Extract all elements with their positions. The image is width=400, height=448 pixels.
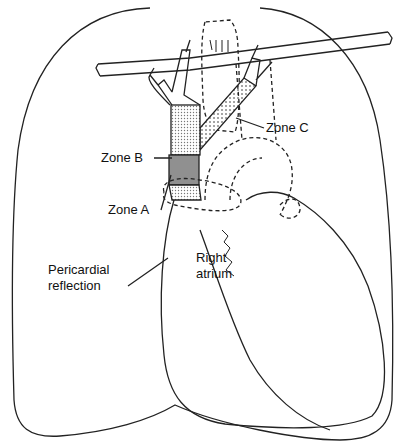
- pericardial-reflection: [163, 179, 241, 211]
- svc-lower: [169, 185, 201, 200]
- region-label: Zone C: [266, 120, 346, 136]
- zone-b-region: [171, 105, 200, 155]
- thorax-outline: [12, 8, 392, 440]
- vessel: [244, 45, 272, 86]
- zone-c-region: [200, 78, 256, 150]
- region-label: Pericardial reflection: [48, 262, 138, 294]
- region-label: Zone B: [101, 150, 161, 166]
- trachea-rings: [210, 40, 228, 52]
- clavicle-end: [96, 32, 392, 76]
- vessel: [149, 40, 190, 105]
- clavicle: [98, 32, 390, 76]
- region-label: Right atrium: [196, 250, 252, 282]
- region-label: Zone A: [108, 202, 168, 218]
- aorta: [205, 138, 292, 215]
- pericardial-reflection: [280, 199, 300, 218]
- vessel: [150, 50, 200, 105]
- heart-outline: [161, 192, 384, 428]
